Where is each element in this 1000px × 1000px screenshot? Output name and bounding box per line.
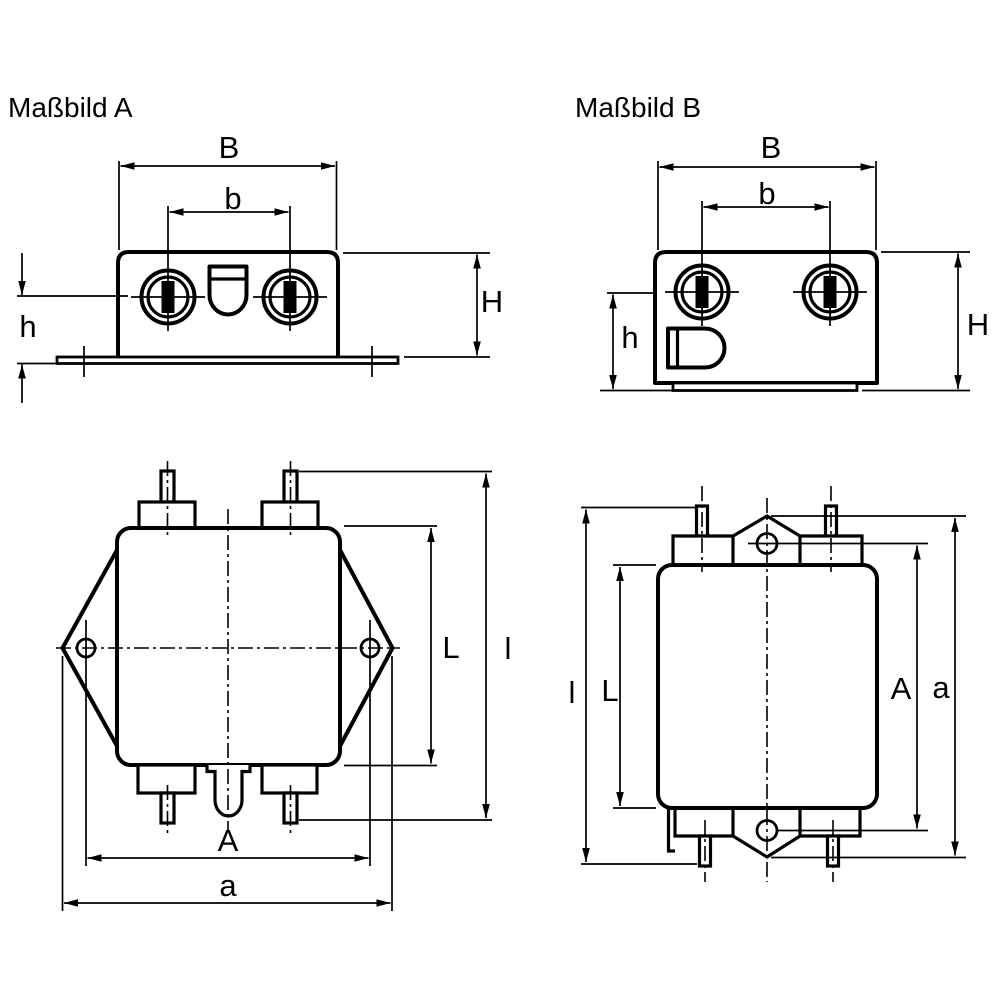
dimension-L-b: L [601,564,656,809]
d-keyway-a [207,264,249,317]
dimension-b-b: b [701,176,831,326]
view-a-front: Maßbild A [8,92,503,403]
dimension-A-a: A [85,620,371,866]
dim-label-l-a: l [505,631,512,666]
mounting-flange-right-a [338,548,395,748]
mounting-flange-a [55,355,400,365]
d-keyway-b [666,326,727,370]
dim-label-b-a: b [224,181,241,216]
dim-label-a-a: a [219,868,237,903]
dim-label-H-b: H [967,307,989,342]
dim-label-B-b: B [761,130,782,165]
dimension-H-b: H [862,251,989,392]
view-a-title: Maßbild A [8,92,133,123]
dim-label-L-a: L [442,630,459,665]
terminal-block [136,763,197,795]
dimension-L-a: L [344,525,460,767]
flange-screw-center-marks-a [83,346,373,377]
dimension-h-b: h [600,292,673,392]
dimension-H-a: H [343,252,503,358]
dim-label-l-b: l [569,675,576,710]
view-a-top: L l A a [56,461,511,911]
dimension-B-b: B [657,130,877,250]
view-b-title: Maßbild B [575,92,701,123]
dim-label-A-a: A [218,823,239,858]
terminal-block [260,763,319,795]
dimension-l-a: l [299,470,512,821]
centerlines-a-top [56,461,400,833]
dim-label-h-b: h [621,320,638,355]
dim-label-b-b: b [758,176,775,211]
dim-label-A-b: A [891,671,912,706]
view-b-top: l L A a [569,486,966,882]
dim-label-B-a: B [219,130,240,165]
dimension-a-a: a [61,656,393,911]
dimension-h-a: h [17,253,128,403]
dim-label-h-a: h [19,309,36,344]
mounting-flange-left-a [60,548,119,748]
dim-label-H-a: H [481,284,503,319]
dimension-l-b: l [569,506,697,865]
dimension-A-b: A [748,542,928,832]
dimension-a-b: a [771,515,966,859]
view-b-front: Maßbild B B [575,92,989,392]
dim-label-L-b: L [601,673,618,708]
dimension-B-a: B [118,130,338,250]
base-plate-b [671,381,859,392]
dimension-b-a: b [167,181,291,331]
dim-label-a-b: a [932,670,950,705]
